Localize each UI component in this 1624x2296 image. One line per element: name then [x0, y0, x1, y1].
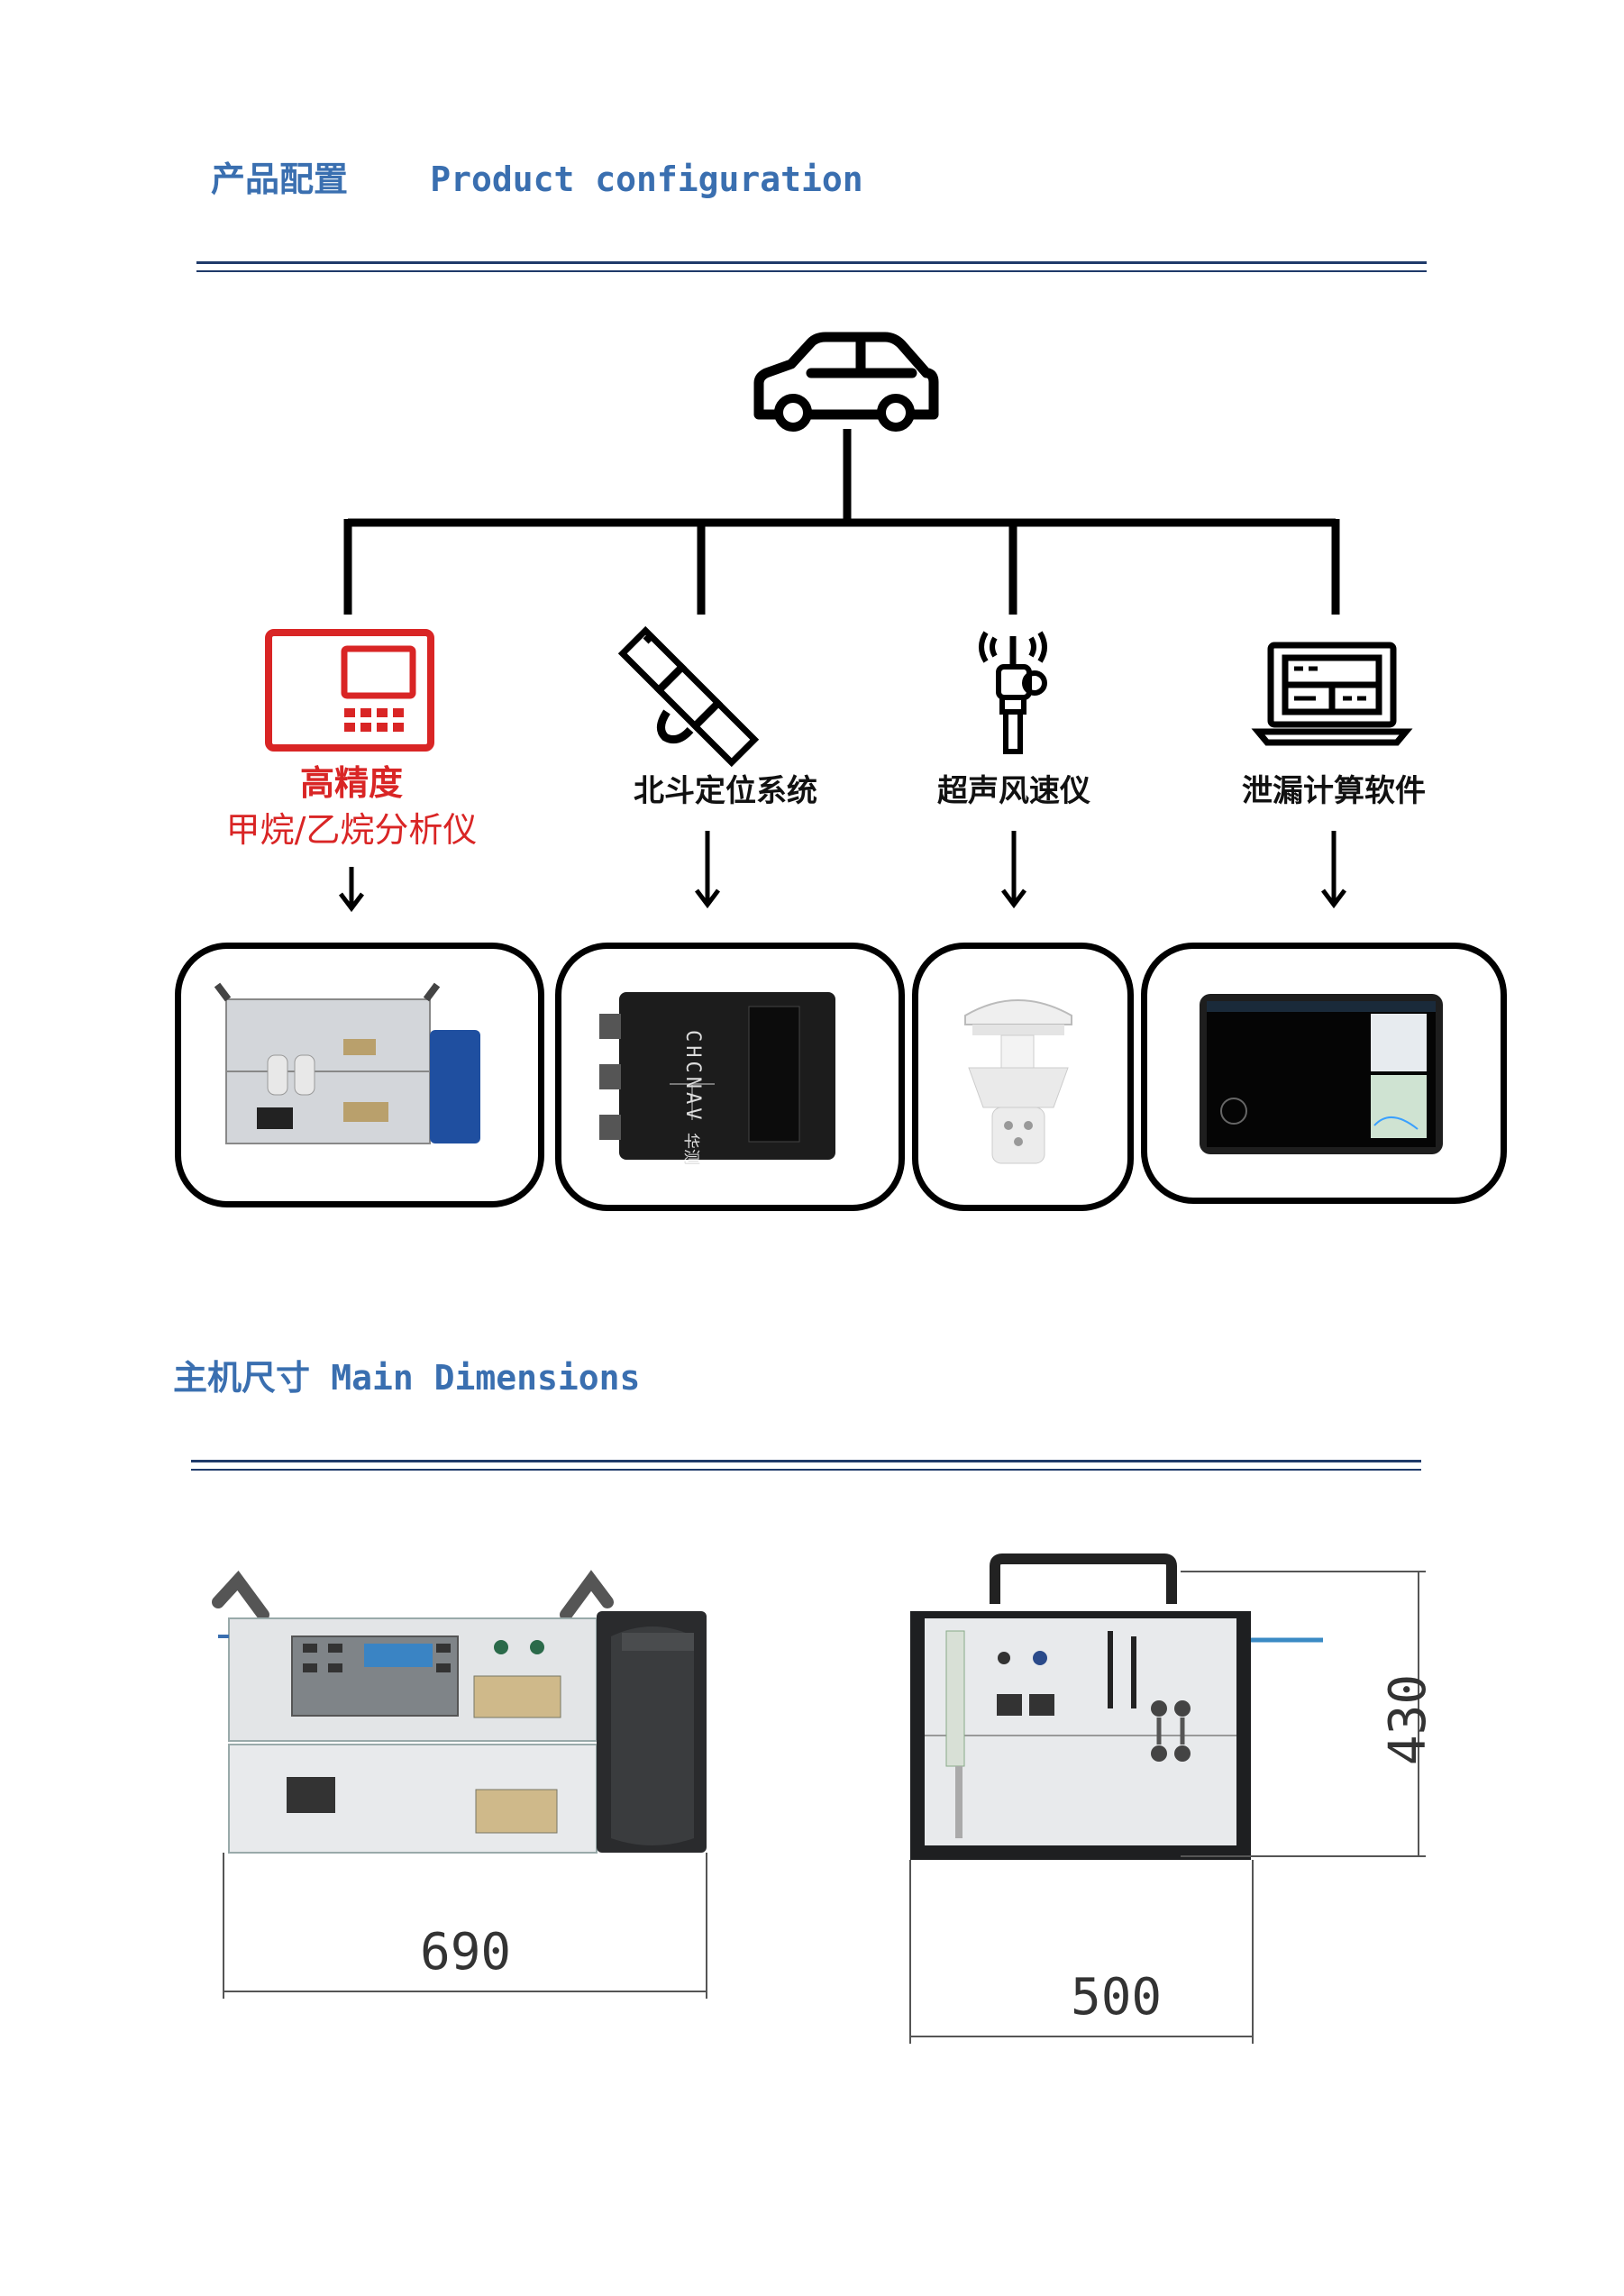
section-title-product-configuration: 产品配置 Product configuration: [211, 151, 863, 201]
product-card-gnss: CHCNAV 华测: [555, 943, 905, 1211]
car-icon: [753, 332, 939, 420]
product-card-software: [1141, 943, 1507, 1204]
section-title-cn: 产品配置: [211, 159, 349, 199]
analyzer-image: [214, 982, 480, 1144]
car-wheel-left: [774, 394, 812, 432]
anemometer-image: [964, 999, 1072, 1164]
tablet-software-image: [1200, 994, 1443, 1154]
analyzer-icon: [265, 629, 434, 752]
gnss-brand-cn: 华测: [681, 1133, 700, 1165]
divider-rule: [191, 1460, 1421, 1471]
product-card-analyzer: [175, 943, 544, 1207]
node-label-analyzer: 高精度: [225, 755, 478, 805]
dimension-drawings: [212, 1553, 1426, 2044]
node-label-software: 泄漏计算软件: [1242, 773, 1426, 809]
section-title-en: Product configuration: [430, 159, 863, 199]
satellite-icon: [617, 625, 760, 768]
section-title-en: Main Dimensions: [331, 1358, 641, 1398]
gnss-receiver-image: [599, 992, 835, 1160]
node-label-analyzer-sub: 甲烷/乙烷分析仪: [225, 810, 478, 850]
dimension-height-label: 430: [1379, 1673, 1438, 1766]
node-label-analyzer-line1: 高精度: [299, 763, 403, 803]
dimension-width-label: 690: [420, 1923, 512, 1982]
front-view-drawing: [212, 1570, 707, 1854]
configuration-diagram: [265, 332, 1413, 913]
gnss-brand-label: CHCNAV: [681, 1030, 704, 1124]
car-wheel-right: [877, 394, 915, 432]
side-view-drawing: [910, 1553, 1323, 1860]
node-label-anemometer: 超声风速仪: [937, 773, 1090, 809]
laptop-software-icon: [1251, 642, 1413, 746]
section-title-main-dimensions: 主机尺寸 Main Dimensions: [173, 1350, 640, 1399]
divider-rule: [196, 261, 1427, 272]
section-title-cn: 主机尺寸: [173, 1358, 311, 1398]
arrow-down-icon: [339, 831, 1346, 913]
dimension-depth-label: 500: [1071, 1968, 1163, 2027]
anemometer-icon: [979, 631, 1047, 754]
node-label-beidou: 北斗定位系统: [634, 773, 817, 809]
product-card-anemometer: [912, 943, 1134, 1211]
